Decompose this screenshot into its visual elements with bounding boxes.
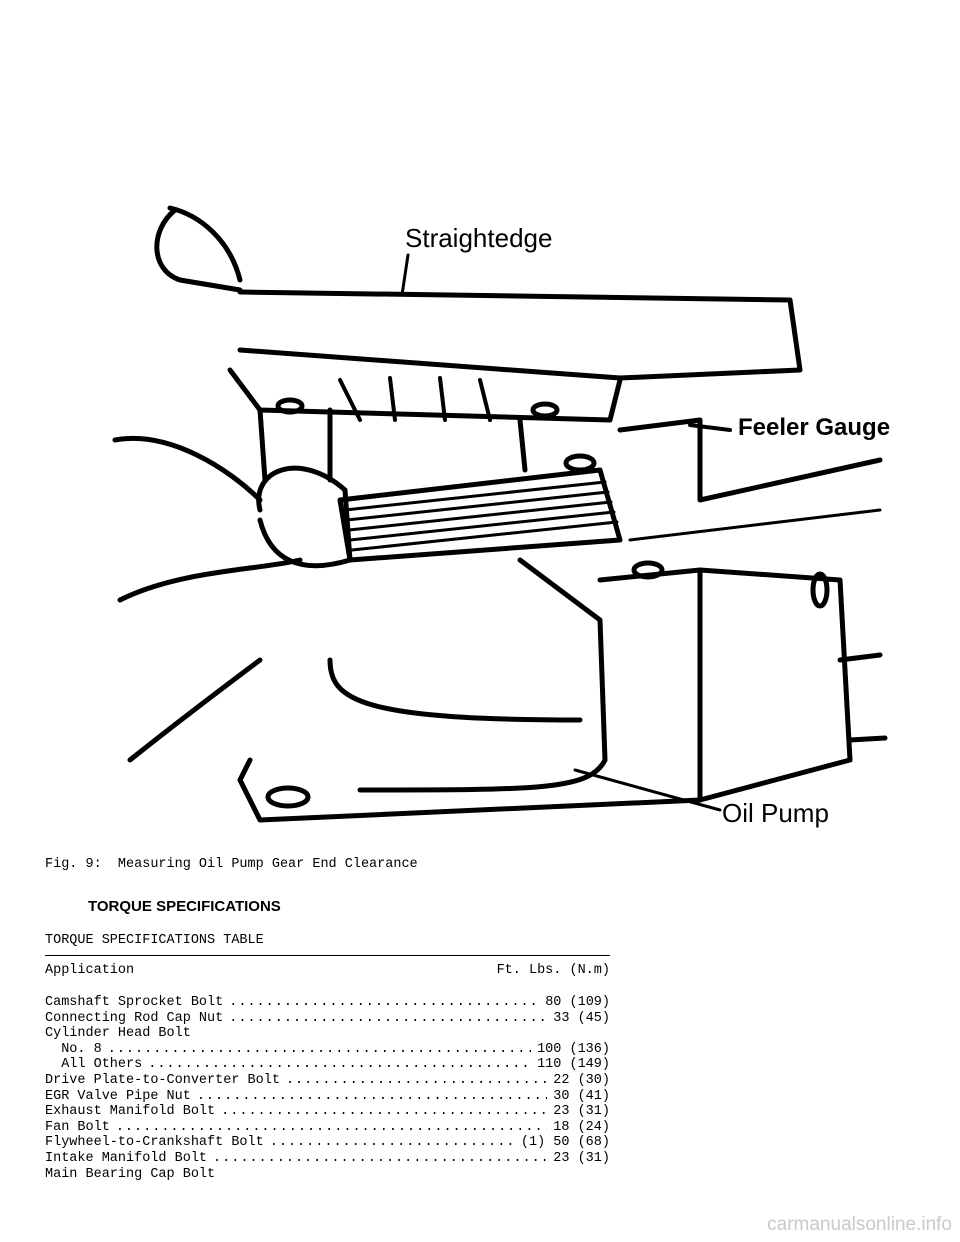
row-value: (1) 50 (68) xyxy=(520,1135,610,1151)
row-application: All Others xyxy=(45,1057,143,1073)
row-value: 110 (149) xyxy=(537,1057,610,1073)
row-application: Main Bearing Cap Bolt xyxy=(45,1166,216,1182)
row-application: Connecting Rod Cap Nut xyxy=(45,1010,224,1026)
row-value: 22 (30) xyxy=(553,1072,610,1088)
figure-caption: Fig. 9: Measuring Oil Pump Gear End Clea… xyxy=(45,857,418,872)
row-application: Flywheel-to-Crankshaft Bolt xyxy=(45,1135,264,1151)
table-row: Flywheel-to-Crankshaft Bolt.............… xyxy=(45,1135,610,1151)
row-value: 33 (45) xyxy=(553,1010,610,1026)
row-leader: ........................................… xyxy=(229,995,539,1010)
table-header: Application Ft. Lbs. (N.m) xyxy=(45,963,610,978)
table-row: Connecting Rod Cap Nut..................… xyxy=(45,1011,610,1027)
row-value: 80 (109) xyxy=(545,995,610,1010)
row-value: 30 (41) xyxy=(553,1088,610,1104)
row-leader: ........................................… xyxy=(229,1010,548,1026)
row-leader: ........................................… xyxy=(148,1057,531,1073)
table-row: Drive Plate-to-Converter Bolt...........… xyxy=(45,1073,610,1089)
row-application: Exhaust Manifold Bolt xyxy=(45,1104,216,1120)
row-value: 100 (136) xyxy=(537,1041,610,1057)
watermark: carmanualsonline.info xyxy=(767,1214,952,1235)
section-heading: TORQUE SPECIFICATIONS xyxy=(88,898,281,915)
table-row: Fan Bolt................................… xyxy=(45,1120,610,1136)
table-row: EGR Valve Pipe Nut......................… xyxy=(45,1089,610,1105)
row-value: 23 (31) xyxy=(553,1104,610,1120)
row-application: Cylinder Head Bolt xyxy=(45,1026,191,1042)
row-application: Fan Bolt xyxy=(45,1119,110,1135)
oil-pump-illustration: Straightedge Feeler Gauge Oil Pump xyxy=(112,205,890,828)
column-value: Ft. Lbs. (N.m) xyxy=(496,963,610,978)
row-application: Drive Plate-to-Converter Bolt xyxy=(45,1072,280,1088)
table-title: TORQUE SPECIFICATIONS TABLE xyxy=(45,933,264,948)
table-row: Camshaft Sprocket Bolt..................… xyxy=(45,995,610,1011)
row-leader: ........................................… xyxy=(107,1041,531,1057)
table-row: No. 8...................................… xyxy=(45,1042,610,1058)
straightedge-label: Straightedge xyxy=(405,223,552,253)
row-leader: ........................................… xyxy=(196,1088,547,1104)
row-application: No. 8 xyxy=(45,1041,102,1057)
row-application: EGR Valve Pipe Nut xyxy=(45,1088,191,1104)
table-row: Intake Manifold Bolt....................… xyxy=(45,1151,610,1167)
row-leader: ........................................… xyxy=(115,1119,547,1135)
oil-pump-label: Oil Pump xyxy=(722,798,829,828)
row-leader: ........................................… xyxy=(269,1135,515,1151)
table-row: Main Bearing Cap Bolt xyxy=(45,1167,610,1183)
row-leader: ........................................… xyxy=(221,1104,547,1120)
row-leader: ........................................… xyxy=(285,1072,547,1088)
table-rule xyxy=(45,955,610,956)
feeler-gauge-label: Feeler Gauge xyxy=(738,414,890,441)
row-application: Intake Manifold Bolt xyxy=(45,1150,208,1166)
table-row: All Others..............................… xyxy=(45,1057,610,1073)
straightedge-shape xyxy=(237,289,803,381)
table-row: Exhaust Manifold Bolt...................… xyxy=(45,1104,610,1120)
row-value: 23 (31) xyxy=(553,1150,610,1166)
column-application: Application xyxy=(45,963,135,978)
row-value: 18 (24) xyxy=(553,1119,610,1135)
row-application: Camshaft Sprocket Bolt xyxy=(45,995,224,1010)
torque-table: Camshaft Sprocket Bolt..................… xyxy=(45,995,610,1182)
row-leader: ........................................… xyxy=(213,1150,547,1166)
table-row: Cylinder Head Bolt xyxy=(45,1026,610,1042)
